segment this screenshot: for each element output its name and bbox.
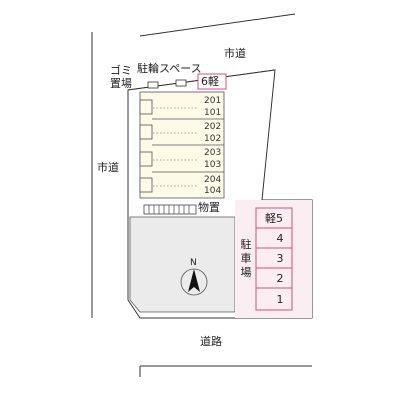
- unit-number: 103: [204, 160, 222, 170]
- open-yard: [129, 216, 236, 313]
- road-left-label: 市道: [97, 161, 119, 174]
- parking-slot-label: 2: [276, 272, 284, 285]
- north-arrow-icon: [188, 269, 200, 292]
- garbage-box: [147, 81, 159, 89]
- parking-slot-label: 軽5: [265, 212, 283, 225]
- parking-slot-box: [255, 287, 293, 311]
- storage-hatch: [148, 205, 190, 214]
- parking-label: 駐車場: [240, 238, 252, 279]
- unit-number: 101: [204, 108, 222, 118]
- unit-number: 202: [204, 122, 222, 132]
- unit-number: 104: [204, 186, 222, 196]
- stair-notch: [139, 99, 153, 115]
- parking-slots: [255, 207, 293, 311]
- kei-slot-6-label: 6軽: [201, 75, 219, 88]
- unit-number: 201: [204, 96, 222, 106]
- kei-slot-6-box: [197, 73, 227, 90]
- north-label: N: [190, 258, 197, 268]
- top-road-edge-upper: [139, 13, 296, 37]
- bicycle-space-label: 駐輪スペース: [137, 62, 202, 75]
- unit-number: 203: [204, 148, 222, 158]
- stair-notch: [139, 151, 153, 167]
- parking-slot-label: 3: [276, 252, 284, 265]
- stair-notch: [139, 177, 153, 193]
- road-bottom-label: 道路: [200, 335, 222, 348]
- bicycle-box: [175, 79, 187, 87]
- garbage-label: ゴミ置場: [110, 64, 132, 90]
- parking-slot-label: 4: [276, 232, 284, 245]
- parking-slot-label: 1: [276, 293, 284, 306]
- storage-shed: [143, 204, 197, 215]
- unit-number: 102: [204, 134, 222, 144]
- storage-label: 物置: [198, 201, 220, 214]
- unit-number: 204: [204, 175, 222, 185]
- road-top-label: 市道: [224, 47, 246, 60]
- stair-notch: [139, 124, 153, 140]
